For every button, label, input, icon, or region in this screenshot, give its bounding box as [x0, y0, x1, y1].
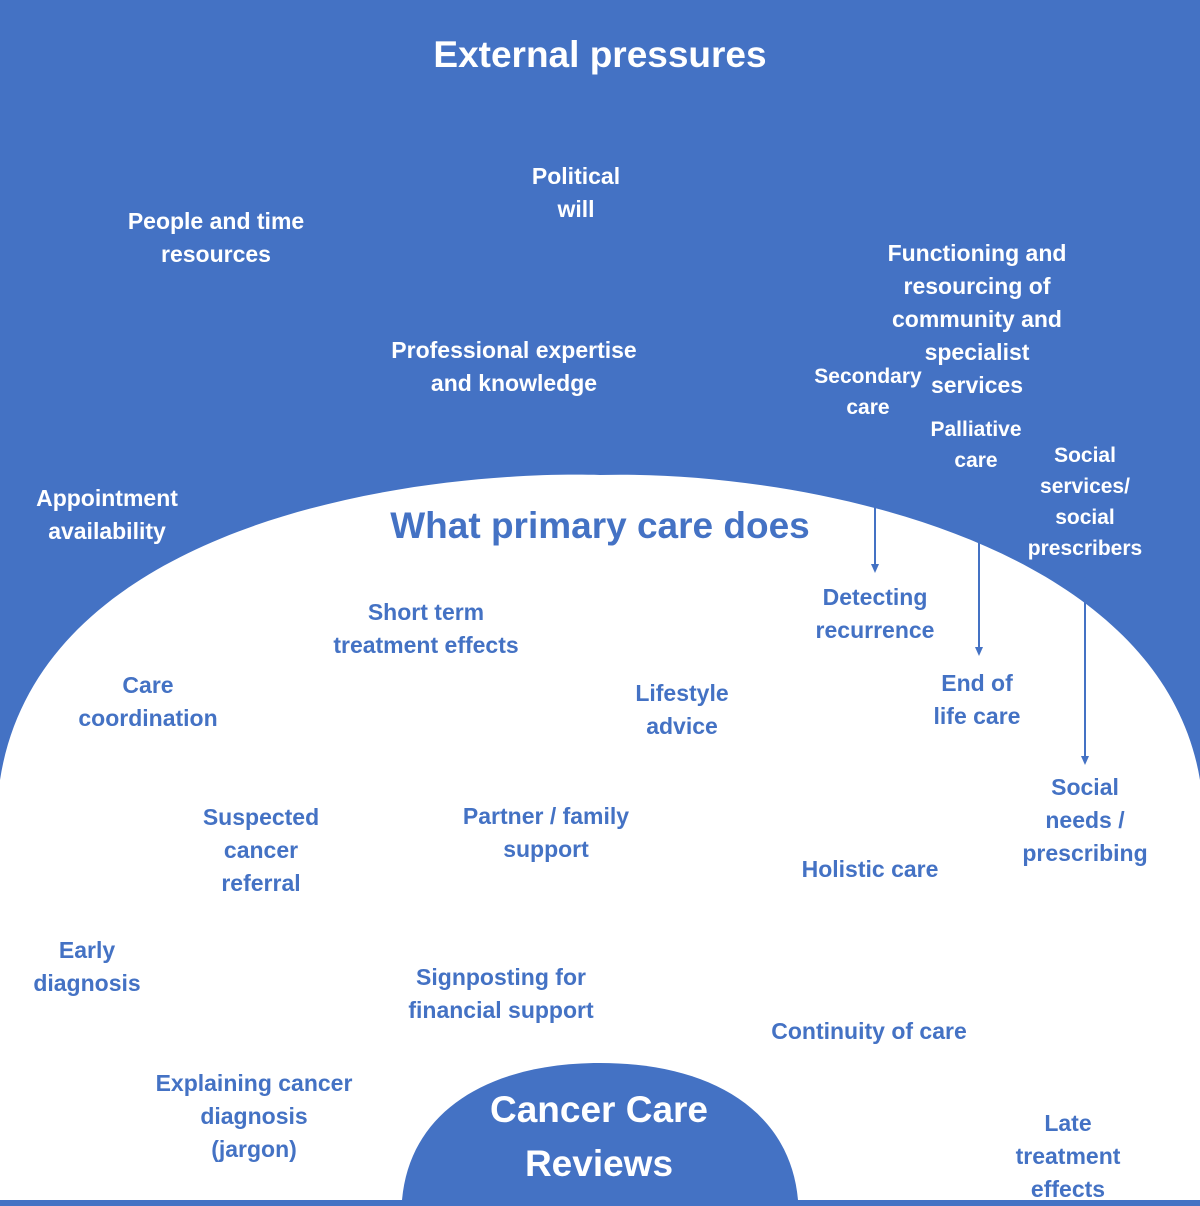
appointment-availability-label: Appointment availability: [36, 485, 178, 544]
palliative-care-label: Palliative care: [930, 418, 1022, 472]
social-needs-label: Social needs / prescribing: [1022, 774, 1148, 866]
political-will-label: Political will: [531, 163, 621, 222]
early-diagnosis-label: Early diagnosis: [33, 937, 141, 996]
signposting-label: Signposting for financial support: [408, 964, 594, 1023]
care-coordination-label: Care coordination: [78, 672, 218, 731]
primary-care-title: What primary care does: [390, 505, 810, 546]
arrow-palliative-care-end-of-life: [975, 517, 983, 656]
partner-family-support-label: Partner / family support: [462, 803, 630, 862]
lifestyle-advice-label: Lifestyle advice: [635, 680, 729, 739]
arrow-secondary-care-detecting-recurrence: [871, 477, 879, 573]
primary-care-region: [0, 474, 1200, 1200]
professional-expertise-label: Professional expertise and knowledge: [391, 337, 637, 396]
functioning-resourcing-label: Functioning and resourcing of community …: [887, 240, 1067, 398]
short-term-effects-label: Short term treatment effects: [333, 599, 519, 658]
detecting-recurrence-label: Detecting recurrence: [815, 584, 935, 643]
cancer-care-reviews-title: Cancer Care Reviews: [489, 1089, 709, 1184]
suspected-cancer-referral-label: Suspected cancer referral: [202, 804, 320, 896]
people-time-resources-label: People and time resources: [127, 208, 305, 267]
explaining-diagnosis-label: Explaining cancer diagnosis (jargon): [155, 1070, 353, 1162]
external-pressures-title: External pressures: [433, 34, 767, 75]
cancer-care-reviews-region: [402, 1063, 798, 1200]
arrow-social-services-social-needs: [1081, 576, 1089, 765]
holistic-care-label: Holistic care: [801, 856, 939, 882]
secondary-care-label: Secondary care: [814, 365, 922, 419]
continuity-of-care-label: Continuity of care: [771, 1018, 967, 1044]
social-services-label: Social services/ social prescribers: [1027, 444, 1143, 560]
end-of-life-care-label: End of life care: [933, 670, 1021, 729]
late-treatment-effects-label: Late treatment effects: [1015, 1110, 1121, 1202]
